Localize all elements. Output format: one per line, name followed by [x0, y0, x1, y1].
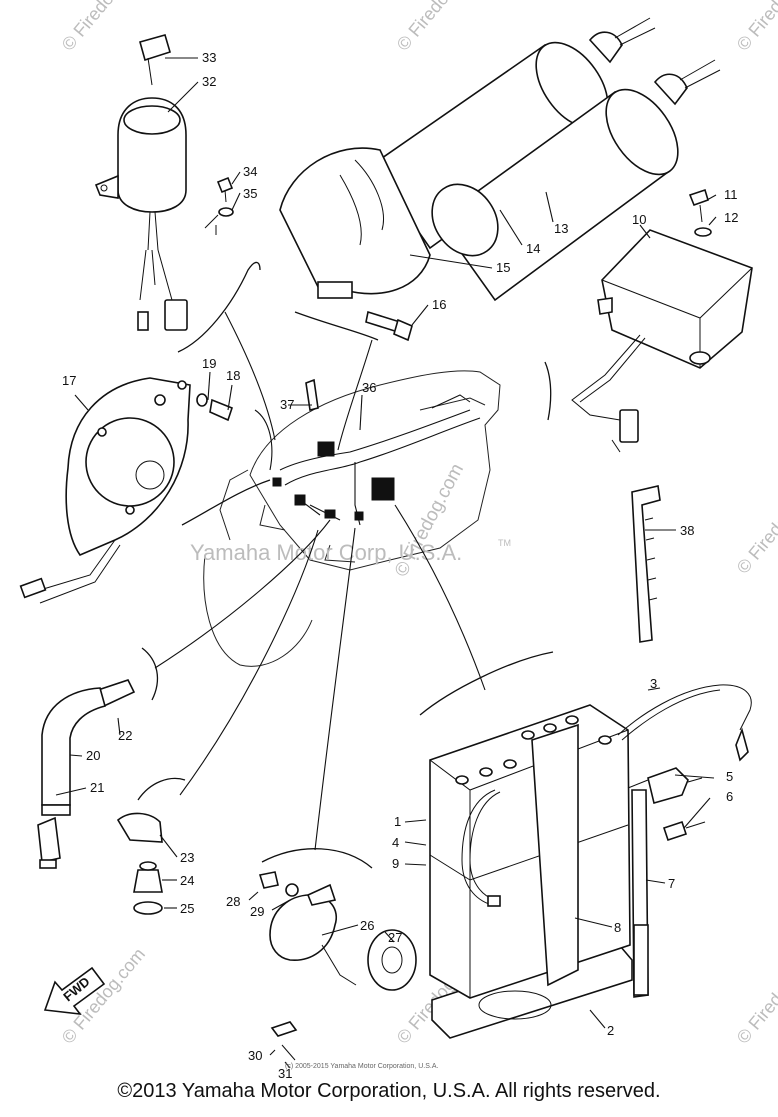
callout-31: 31 [278, 1066, 292, 1081]
battery-band-8 [531, 723, 579, 987]
screw-34-35 [204, 176, 234, 235]
fuse-holder-and-breather [617, 684, 752, 998]
callout-4: 4 [392, 835, 399, 850]
bracket-horn [261, 848, 373, 869]
callout-28: 28 [226, 894, 240, 909]
bracket-flasher [181, 479, 271, 526]
callout-33: 33 [202, 50, 216, 65]
footer-copyright: ©2013 Yamaha Motor Corporation, U.S.A. A… [117, 1080, 661, 1102]
callout-20: 20 [86, 748, 100, 763]
callout-12: 12 [724, 210, 738, 225]
battery-assembly [429, 704, 633, 1039]
callout-6: 6 [726, 789, 733, 804]
fwd-arrow: FWD [43, 966, 106, 1016]
horn-26-31 [258, 871, 417, 1061]
corner-watermark-tl: © Firedog.com [58, 0, 149, 55]
spark-plug-cap [37, 679, 136, 869]
callout-23: 23 [180, 850, 194, 865]
bracket-switch [177, 261, 261, 353]
callout-22: 22 [118, 728, 132, 743]
center-watermark: Yamaha Motor Corp, U.S.A. [190, 540, 462, 565]
callout-25: 25 [180, 901, 194, 916]
callout-3: 3 [650, 676, 657, 691]
ignition-key [139, 34, 171, 62]
corner-watermark-tc: © Firedog.com [393, 0, 484, 55]
callout-14: 14 [526, 241, 540, 256]
callout-27: 27 [388, 930, 402, 945]
bracket-coil-lower [294, 311, 379, 341]
callout-2: 2 [607, 1023, 614, 1038]
main-switch [94, 34, 188, 331]
callout-30: 30 [248, 1048, 262, 1063]
callout-11: 11 [724, 187, 738, 202]
callout-38: 38 [680, 523, 694, 538]
ignition-coils [279, 17, 721, 302]
callout-numbers: 33 32 34 35 13 14 15 16 10 11 12 17 19 1… [62, 50, 738, 1081]
callout-10: 10 [632, 212, 646, 227]
callout-17: 17 [62, 373, 76, 388]
corner-watermark-tr: © Firedog.com [733, 0, 778, 55]
trademark-mark: TM [498, 538, 511, 548]
battery-1 [429, 704, 631, 999]
callout-26: 26 [360, 918, 374, 933]
leader-lines [55, 57, 717, 1069]
bracket-neutral [137, 777, 186, 801]
callout-35: 35 [243, 186, 257, 201]
callout-7: 7 [668, 876, 675, 891]
callout-8: 8 [614, 920, 621, 935]
bracket-battery [419, 651, 554, 716]
callout-16: 16 [432, 297, 446, 312]
corner-watermark-mr: © Firedog.com [733, 474, 778, 577]
bolt-16 [365, 310, 413, 342]
callout-13: 13 [554, 221, 568, 236]
callout-29: 29 [250, 904, 264, 919]
callout-1: 1 [394, 814, 401, 829]
flasher-relay-17 [19, 377, 191, 604]
neutral-switch-23-25 [116, 812, 163, 915]
callout-21: 21 [90, 780, 104, 795]
callout-32: 32 [202, 74, 216, 89]
cable-tie-38 [631, 485, 661, 643]
bolt-18-19 [196, 393, 233, 422]
callout-15: 15 [496, 260, 510, 275]
callout-24: 24 [180, 873, 194, 888]
bracket-regulator [544, 361, 552, 421]
callout-5: 5 [726, 769, 733, 784]
small-copyright: (c) 2005-2015 Yamaha Motor Corporation, … [285, 1063, 439, 1070]
callout-18: 18 [226, 368, 240, 383]
corner-watermark-br: © Firedog.com [733, 944, 778, 1047]
clamp-37 [305, 378, 319, 411]
bracket-plug [141, 647, 159, 701]
callout-9: 9 [392, 856, 399, 871]
callout-19: 19 [202, 356, 216, 371]
wire-harness-36 [254, 394, 481, 526]
callout-37: 37 [280, 397, 294, 412]
callout-34: 34 [243, 164, 257, 179]
voltage-regulator [571, 188, 753, 453]
callout-36: 36 [362, 380, 376, 395]
